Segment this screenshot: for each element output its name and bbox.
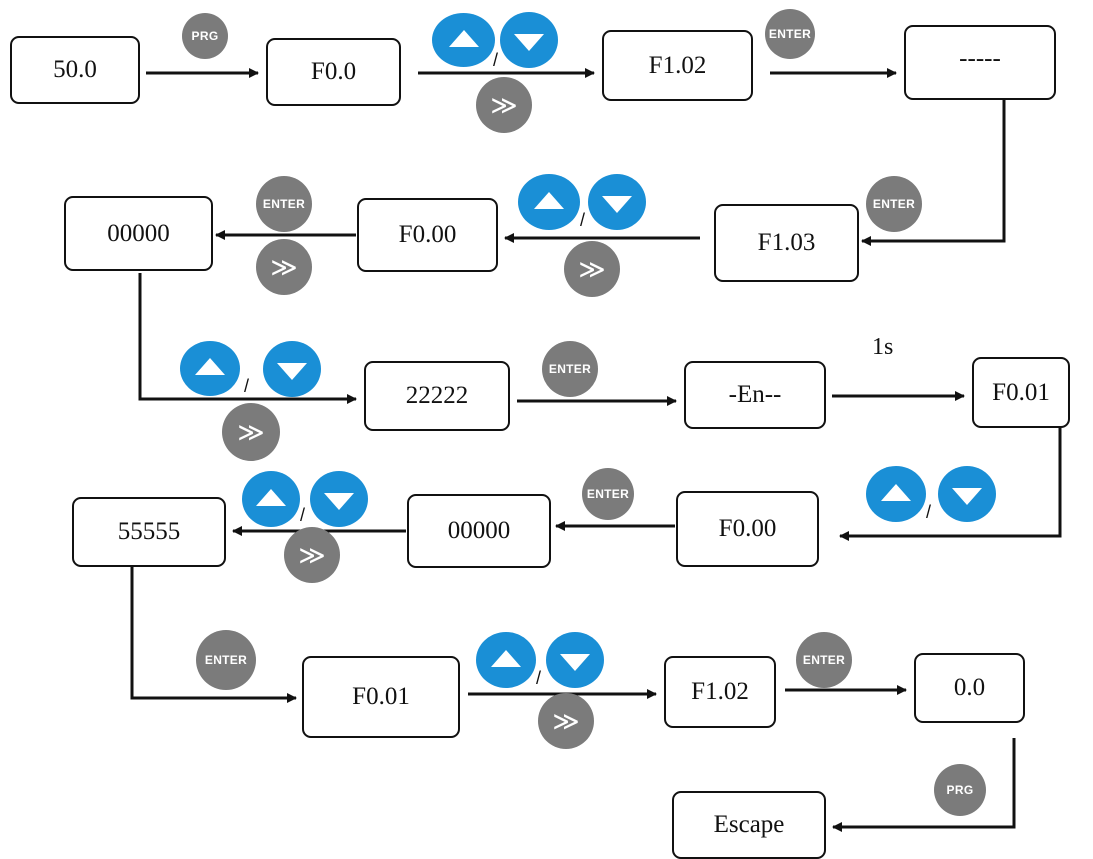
shift-icon: ≫ — [256, 239, 312, 295]
separator: / — [536, 668, 542, 688]
shift-icon: ≫ — [476, 77, 532, 133]
enter-key-icon: ENTER — [866, 176, 922, 232]
display-box: F1.02 — [664, 656, 776, 728]
display-box: F0.01 — [302, 656, 460, 738]
enter-key-icon: ENTER — [256, 176, 312, 232]
display-box: Escape — [672, 791, 826, 859]
display-box: 50.0 — [10, 36, 140, 104]
display-box: F1.02 — [602, 30, 753, 101]
display-box: 55555 — [72, 497, 226, 567]
separator: / — [926, 502, 932, 522]
up-arrow-icon — [476, 632, 536, 688]
display-box: 00000 — [407, 494, 551, 568]
display-box: ----- — [904, 25, 1056, 100]
arrow-r2-to-r3 — [138, 273, 357, 404]
display-box: 0.0 — [914, 653, 1025, 723]
shift-icon: ≫ — [222, 403, 280, 461]
down-arrow-icon — [310, 471, 368, 527]
up-arrow-icon — [866, 466, 926, 522]
down-arrow-icon — [588, 174, 646, 230]
arrow-r5-to-r6 — [832, 738, 1016, 832]
down-arrow-icon — [263, 341, 321, 397]
down-arrow-icon — [546, 632, 604, 688]
display-box: 22222 — [364, 361, 510, 431]
down-arrow-icon — [938, 466, 996, 522]
separator: / — [300, 505, 306, 525]
up-arrow-icon — [242, 471, 300, 527]
arrow-r1-to-r2 — [861, 98, 1006, 246]
enter-key-icon: ENTER — [796, 632, 852, 688]
prg-key-icon: PRG — [934, 764, 986, 816]
enter-key-icon: ENTER — [582, 468, 634, 520]
separator: / — [493, 50, 499, 70]
arrow-r4-to-r5 — [130, 567, 297, 703]
down-arrow-icon — [500, 12, 558, 68]
prg-key-icon: PRG — [182, 13, 228, 59]
enter-key-icon: ENTER — [542, 341, 598, 397]
display-box: F0.01 — [972, 357, 1070, 428]
display-box: 00000 — [64, 196, 213, 271]
enter-key-icon: ENTER — [196, 630, 256, 690]
display-box: F0.00 — [357, 198, 498, 272]
separator: / — [244, 376, 250, 396]
display-box: F0.00 — [676, 491, 819, 567]
display-box: F1.03 — [714, 204, 859, 282]
shift-icon: ≫ — [538, 693, 594, 749]
display-box: -En-- — [684, 361, 826, 429]
up-arrow-icon — [518, 174, 580, 230]
arrow-r3-to-r4 — [839, 428, 1062, 541]
up-arrow-icon — [180, 341, 240, 396]
up-arrow-icon — [432, 13, 495, 67]
shift-icon: ≫ — [284, 527, 340, 583]
enter-key-icon: ENTER — [765, 9, 815, 59]
shift-icon: ≫ — [564, 241, 620, 297]
display-box: F0.0 — [266, 38, 401, 106]
delay-label: 1s — [872, 334, 894, 360]
separator: / — [580, 210, 586, 230]
